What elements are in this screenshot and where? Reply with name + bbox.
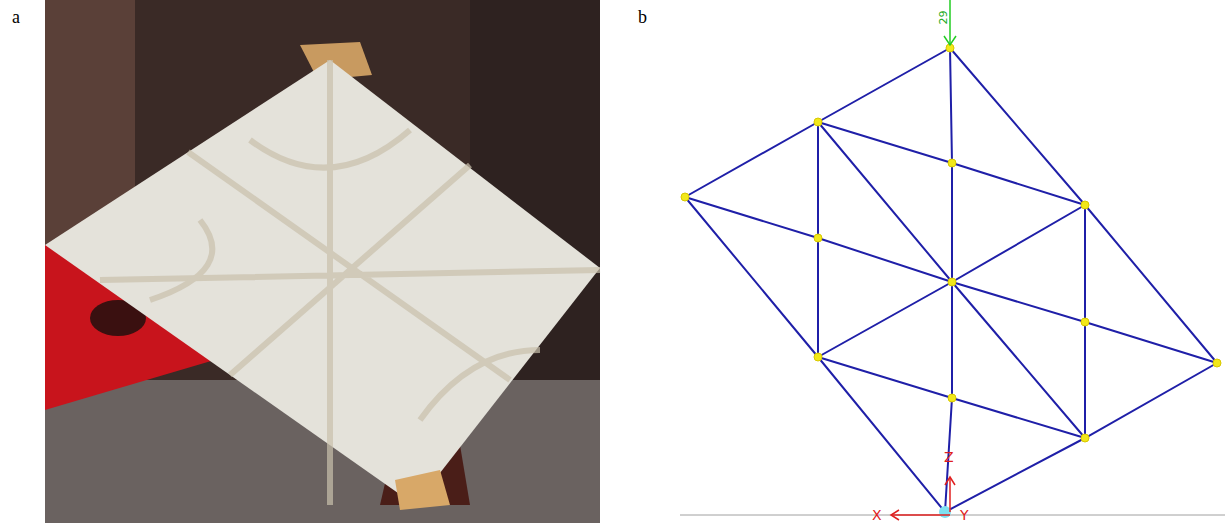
panel-letter: a: [12, 8, 20, 26]
load-value: 29: [938, 11, 949, 25]
truss-model: [680, 0, 1225, 520]
axis-label: Z: [944, 450, 954, 464]
panel-letter: b: [638, 8, 647, 26]
axis-label: X: [872, 508, 882, 522]
photo: [45, 0, 600, 523]
axis-label: Y: [960, 508, 969, 522]
